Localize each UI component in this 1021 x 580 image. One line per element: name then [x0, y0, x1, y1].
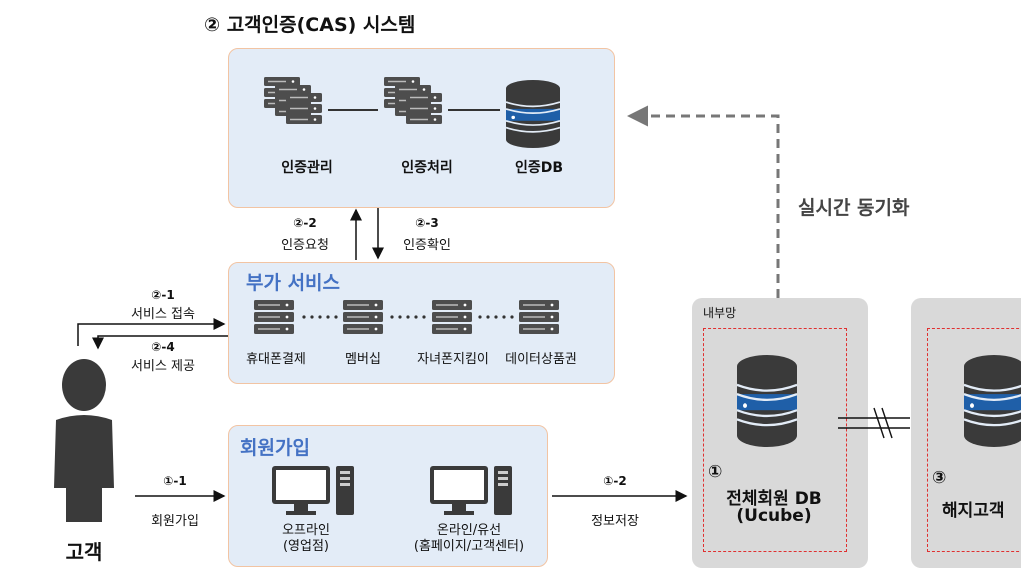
addon-item-label: 휴대폰결제 — [246, 352, 306, 367]
service-access-label: 서비스 접속 — [131, 307, 195, 322]
offline-label-line1: 오프라인 — [282, 523, 330, 538]
online-label: 온라인/유선 (홈페이지/고객센터) — [394, 523, 544, 555]
terminated-label: 해지고객 — [942, 501, 1005, 521]
terminated-num: ③ — [932, 468, 947, 488]
addon-title: 부가 서비스 — [246, 272, 341, 294]
auth-confirm-label: 인증확인 — [403, 238, 451, 253]
auth-mgmt-label: 인증관리 — [281, 160, 333, 176]
offline-label: 오프라인 (영업점) — [256, 523, 356, 555]
dotted-connectors — [302, 315, 514, 319]
internal-label: 내부망 — [703, 306, 737, 320]
auth-mgmt-server-icon — [263, 76, 323, 125]
addon-item-label: 멤버십 — [345, 352, 381, 367]
join-title: 회원가입 — [240, 437, 310, 459]
save-arrow-label: 정보저장 — [591, 514, 639, 529]
member-db-icon — [735, 353, 799, 449]
auth-proc-server-icon — [383, 76, 443, 125]
offline-pc-icon — [272, 466, 354, 515]
addon-service-box — [228, 262, 615, 384]
internal-dashed-frame — [703, 328, 847, 552]
sync-label: 실시간 동기화 — [798, 197, 910, 219]
auth-request-label: 인증요청 — [281, 238, 329, 253]
addon-item-label: 자녀폰지킴이 — [417, 352, 489, 367]
auth-db-icon — [505, 79, 561, 149]
join-arrow-num: ①-1 — [163, 474, 187, 488]
member-db-label: 전체회원 DB — [726, 489, 822, 509]
service-provide-label: 서비스 제공 — [131, 359, 195, 374]
auth-db-label: 인증DB — [514, 160, 564, 176]
auth-request-num: ②-2 — [293, 216, 317, 230]
member-db-sublabel: (Ucube) — [736, 506, 812, 526]
save-arrow-num: ①-2 — [603, 474, 627, 488]
join-arrow-label: 회원가입 — [151, 514, 199, 529]
customer-person-icon — [54, 359, 114, 522]
service-access-num: ②-1 — [151, 288, 175, 302]
member-db-num: ① — [708, 462, 723, 482]
terminated-db-icon — [962, 353, 1021, 449]
realtime-sync-arrow — [627, 105, 780, 298]
auth-proc-label: 인증처리 — [401, 160, 453, 176]
child-guard-server-icon — [431, 299, 473, 335]
service-access-arrow — [77, 318, 226, 346]
auth-confirm-num: ②-3 — [415, 216, 439, 230]
addon-item-label: 데이터상품권 — [505, 352, 577, 367]
page-title: ② 고객인증(CAS) 시스템 — [204, 14, 416, 36]
online-label-line2: (홈페이지/고객센터) — [413, 539, 525, 554]
data-voucher-server-icon — [518, 299, 560, 335]
separation-lines — [838, 407, 910, 439]
mobile-payment-server-icon — [253, 299, 295, 335]
service-provide-arrow — [92, 335, 228, 350]
service-provide-num: ②-4 — [151, 340, 175, 354]
offline-label-line2: (영업점) — [282, 539, 330, 554]
terminated-dashed-frame — [927, 328, 1021, 552]
customer-label: 고객 — [65, 540, 103, 564]
online-pc-icon — [430, 466, 512, 515]
membership-server-icon — [342, 299, 384, 335]
online-label-line1: 온라인/유선 — [436, 523, 502, 538]
